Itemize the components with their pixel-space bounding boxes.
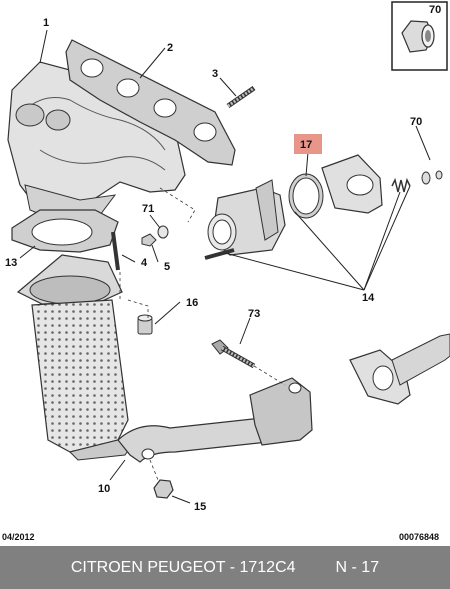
highlighted-label-box (294, 134, 322, 154)
label-part-17: 17 (300, 139, 312, 151)
label-part-4: 4 (141, 257, 148, 269)
label-part-16: 16 (186, 297, 198, 309)
flange-kit (204, 154, 443, 260)
label-part-3: 3 (212, 68, 218, 80)
ring-gasket (288, 173, 324, 219)
label-part-71: 71 (142, 203, 154, 215)
label-part-73: 73 (248, 308, 260, 320)
label-part-5: 5 (164, 261, 170, 273)
label-part-2: 2 (167, 42, 173, 54)
rear-pipe-flange (349, 333, 450, 405)
catalytic-converter (16, 254, 131, 461)
spacer (137, 314, 153, 335)
caption-bar: CITROEN PEUGEOT - 1712C4 N - 17 (0, 546, 450, 589)
exploded-parts-diagram: 1 2 3 70 17 70 71 4 5 13 14 16 73 10 15 … (2, 1, 450, 542)
front-pipe (117, 377, 313, 463)
callout-leaders (19, 29, 431, 504)
stud-bracket-parts (111, 225, 169, 271)
position-number: N - 17 (335, 558, 380, 576)
diagram-code: 00076848 (399, 532, 439, 542)
spring (391, 177, 411, 193)
date-code: 04/2012 (2, 532, 35, 542)
dashed-assembly-lines (119, 187, 286, 481)
nut-inset-box (391, 1, 448, 71)
bolt (211, 339, 256, 369)
label-part-13: 13 (5, 257, 17, 269)
label-part-1: 1 (43, 17, 49, 29)
brand-part-number: CITROEN PEUGEOT - 1712C4 (70, 558, 296, 576)
label-part-15: 15 (194, 501, 206, 513)
label-part-70-inset: 70 (429, 4, 441, 16)
flange-gasket (11, 209, 119, 253)
manifold-gasket (65, 39, 236, 166)
label-part-14: 14 (362, 292, 375, 304)
label-part-70: 70 (410, 116, 422, 128)
stud (226, 85, 256, 109)
label-part-10: 10 (98, 483, 110, 495)
nut (153, 479, 174, 499)
